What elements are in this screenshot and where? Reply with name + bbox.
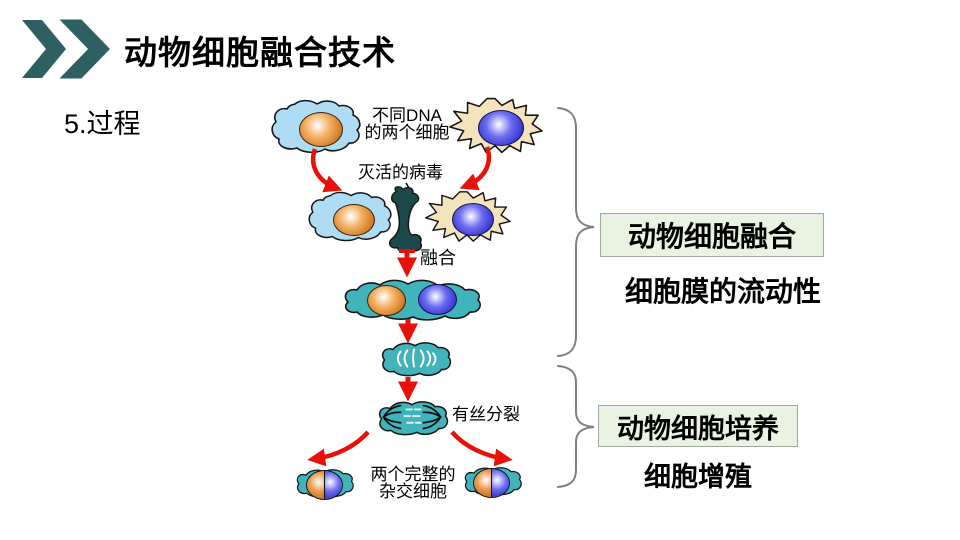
label-hybrid-line1: 两个完整的	[370, 465, 456, 484]
label-hybrid-cells: 两个完整的 杂交细胞	[360, 466, 466, 500]
label-mitosis: 有丝分裂	[452, 405, 520, 424]
nucleus-orange	[333, 204, 375, 236]
fusion-arrow-icon	[397, 249, 417, 278]
nucleus-half-blue	[325, 471, 342, 499]
karyogamy-cell	[381, 342, 452, 377]
arrow-split-right-icon	[450, 430, 513, 467]
brace-culture	[557, 365, 595, 488]
note-cell-proliferation: 细胞增殖	[644, 462, 752, 492]
arrow-split-left-icon	[307, 430, 370, 467]
chromosome-marks	[396, 348, 437, 368]
label-hybrid-line2: 杂交细胞	[379, 482, 447, 501]
arrow-down-icon	[398, 377, 418, 402]
label-different-dna-line2: 的两个细胞	[364, 123, 450, 142]
arrow-right-down-icon	[459, 146, 492, 191]
label-different-dna-line1: 不同DNA	[372, 106, 442, 125]
hybrid-nucleus	[473, 468, 510, 498]
nucleus-half-blue	[492, 469, 509, 497]
note-membrane-fluidity: 细胞膜的流动性	[624, 276, 821, 307]
label-inactivated-virus: 灭活的病毒	[358, 163, 443, 182]
arrow-down-icon	[398, 319, 418, 344]
mitosis-cell	[378, 401, 449, 436]
metaphase-chromosomes	[403, 408, 422, 424]
nucleus-half-orange	[307, 471, 325, 499]
label-fusion: 融合	[420, 248, 456, 268]
nucleus-orange	[367, 285, 406, 316]
nucleus-blue	[418, 284, 457, 315]
hybrid-nucleus	[306, 470, 343, 500]
nucleus-half-orange	[474, 469, 492, 497]
arrow-left-down-icon	[310, 148, 343, 193]
nucleus-blue	[452, 203, 494, 236]
chevron-logo-icon	[22, 16, 115, 82]
page-title: 动物细胞融合技术	[124, 34, 396, 71]
label-different-dna: 不同DNA 的两个细胞	[352, 107, 462, 141]
section-label: 5.过程	[64, 109, 141, 139]
callout-culture-box: 动物细胞培养	[598, 405, 798, 447]
spindle-fibers	[382, 404, 442, 430]
nucleus-orange	[299, 112, 343, 147]
brace-fusion	[557, 107, 595, 357]
nucleus-blue	[478, 110, 524, 146]
callout-fusion-box: 动物细胞融合	[600, 213, 824, 257]
